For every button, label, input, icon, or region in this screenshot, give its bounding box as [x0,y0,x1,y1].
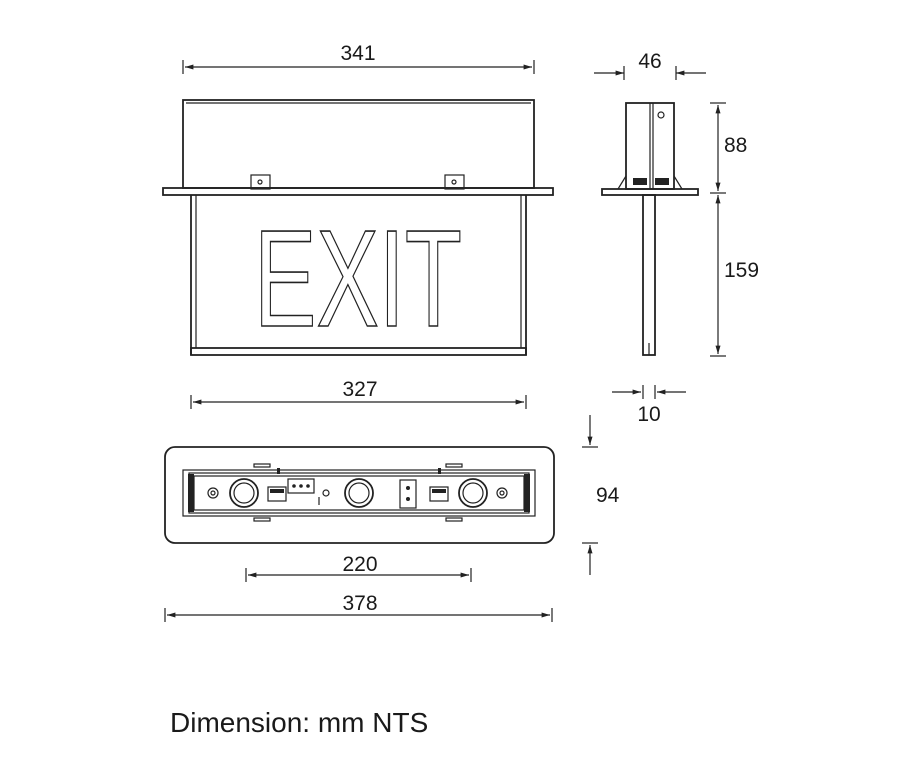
dimension-378: 378 [164,592,553,622]
dim-label-88: 88 [724,134,747,157]
side-view: 46 88 159 [594,50,759,426]
dim-label-46: 46 [638,50,661,73]
front-housing [162,99,554,196]
dimension-caption: Dimension: mm NTS [170,707,428,738]
bottom-view: 94 220 378 [164,415,620,622]
dimension-327: 327 [190,378,527,409]
dim-label-327: 327 [342,378,377,401]
dimension-220: 220 [245,553,472,582]
dim-label-159: 159 [724,259,759,282]
side-panel [642,194,656,356]
dimension-341: 341 [182,42,535,74]
dim-label-341: 341 [340,42,375,65]
dimension-46: 46 [594,50,706,80]
dim-label-10: 10 [637,403,660,426]
sign-panel: EXIT [190,195,527,357]
dimension-94: 94 [582,415,620,575]
side-housing [601,102,699,196]
dim-label-378: 378 [342,592,377,615]
dimension-88-159: 88 159 [710,102,759,357]
front-view: 341 EXIT 327 [162,42,554,409]
dimension-10: 10 [612,385,686,426]
dim-label-94: 94 [596,484,620,507]
dim-label-220: 220 [342,553,377,576]
exit-sign-text: EXIT [254,202,462,356]
